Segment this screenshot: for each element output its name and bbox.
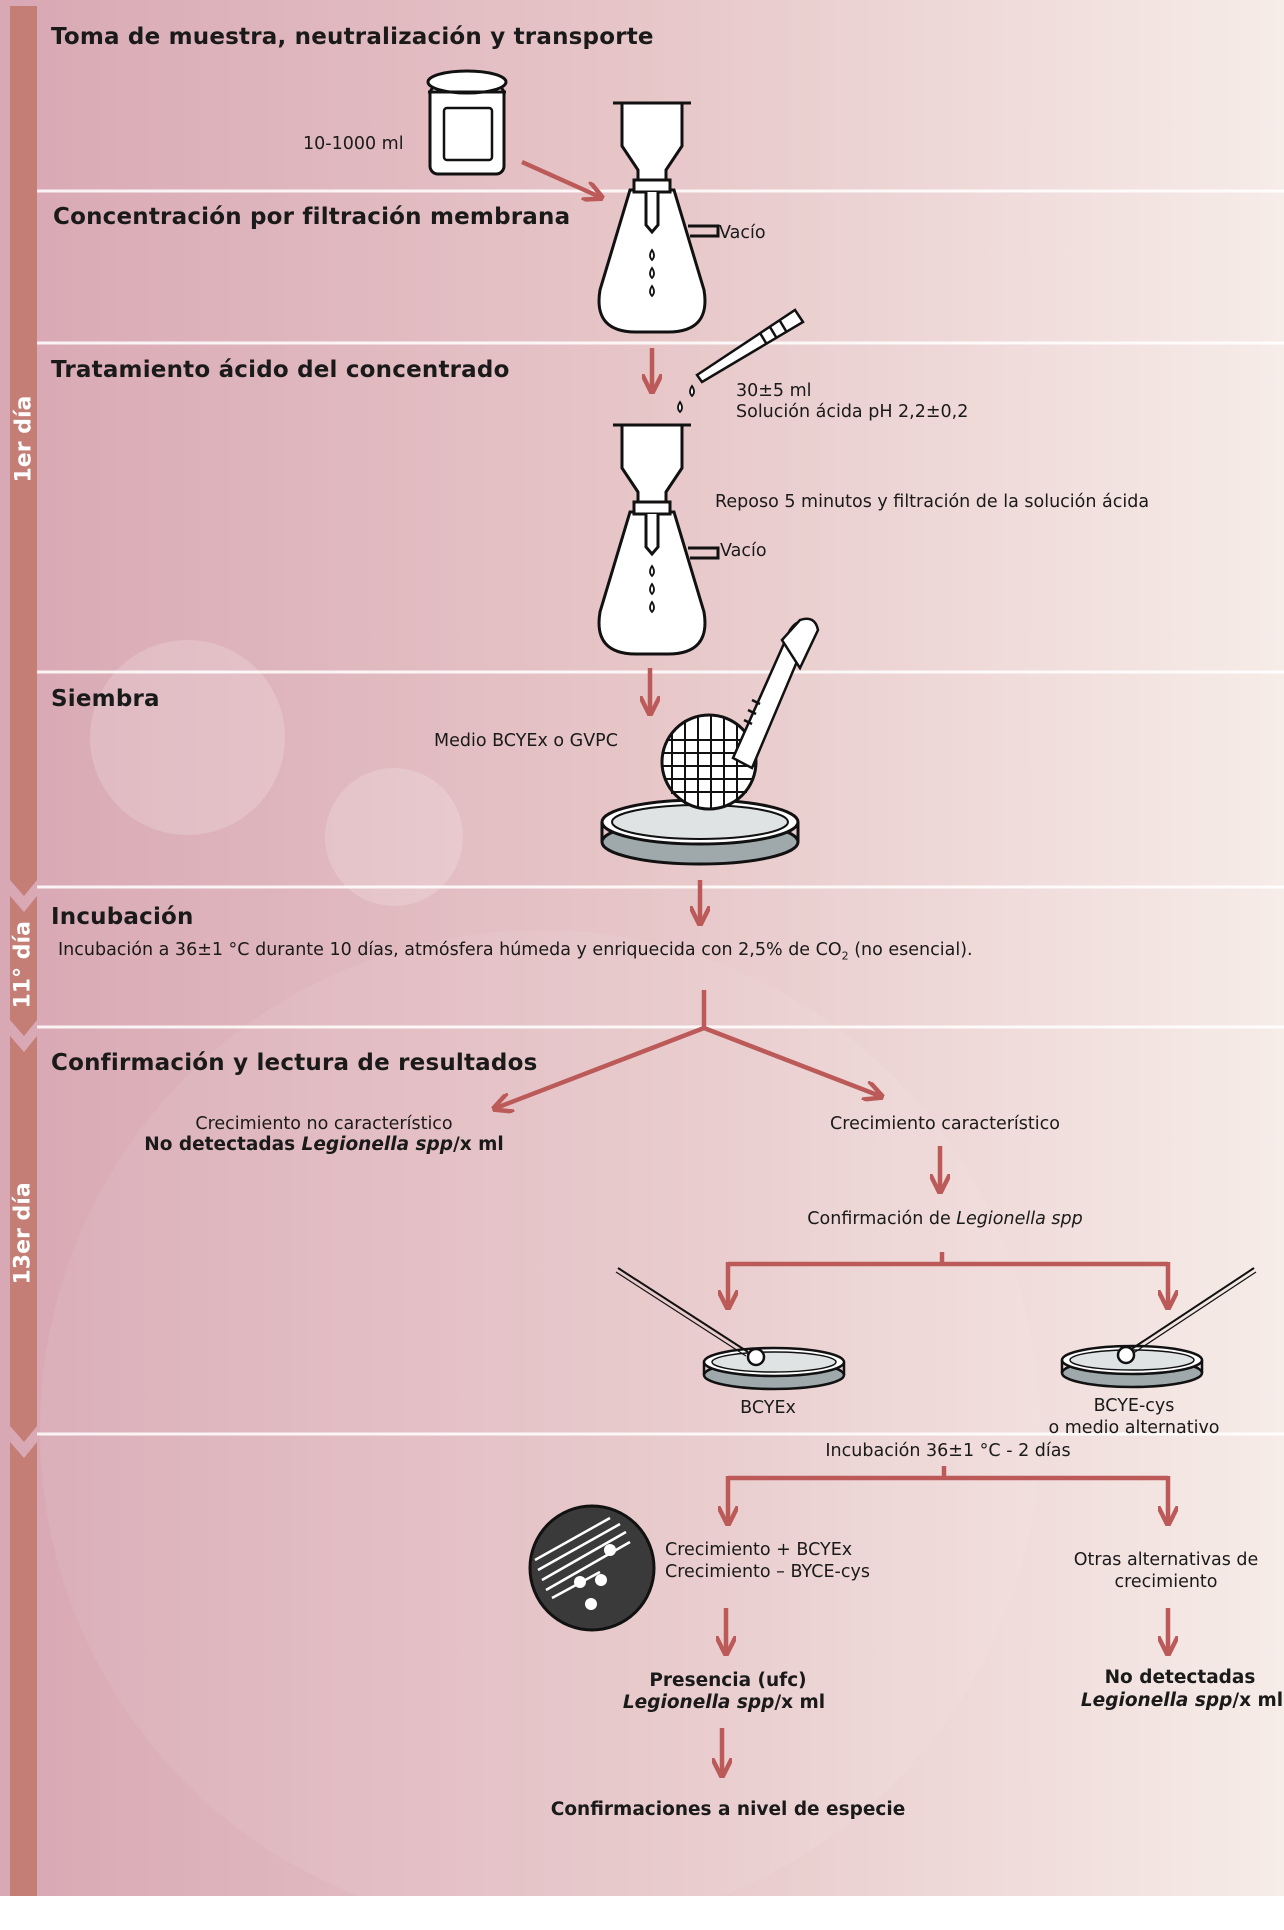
incubation-2-label: Incubación 36±1 °C - 2 días [825, 1441, 1071, 1461]
branch-arrows [496, 990, 940, 1190]
day-label-13: 13er día [10, 1182, 36, 1285]
confirmation-label: Confirmación de Legionella spp [807, 1209, 1083, 1229]
not-detected-result-2: No detectadas [1104, 1667, 1256, 1688]
no-characteristic-growth: Crecimiento no característico [195, 1114, 453, 1134]
characteristic-growth: Crecimiento característico [830, 1114, 1060, 1134]
step-filtration: Concentración por filtración membrana [53, 204, 571, 230]
incubation-split [722, 1466, 1168, 1774]
day-sidebar [10, 6, 37, 1896]
growth-bcye-cys: Crecimiento – BYCE-cys [665, 1562, 870, 1582]
flow-arrow [521, 159, 600, 197]
plate-bcye-cys-label: BCYE-cys [1093, 1396, 1175, 1416]
petri-dish-icon [600, 713, 800, 866]
day-label-11: 11° día [10, 921, 36, 1009]
step-seeding: Siembra [51, 686, 160, 712]
volume-label: 10-1000 ml [303, 134, 404, 154]
incubation-description: Incubación a 36±1 °C durante 10 días, at… [58, 940, 973, 963]
colony-plate-icon [528, 1504, 656, 1632]
confirmation-split [728, 1252, 1168, 1306]
medium-label: Medio BCYEx o GVPC [434, 731, 618, 751]
filtration-flask-icon [597, 423, 720, 656]
presence-result: Presencia (ufc) [649, 1670, 807, 1691]
plate-bcyex-icon [615, 1267, 846, 1391]
step-sampling: Toma de muestra, neutralización y transp… [51, 24, 654, 50]
decor-circle [325, 768, 463, 906]
not-detected-result-2-unit: Legionella spp/x ml [1080, 1690, 1284, 1711]
acid-volume-label: 30±5 ml [736, 381, 812, 401]
step-acid-treatment: Tratamiento ácido del concentrado [51, 357, 510, 383]
vacuum-label: Vacío [719, 223, 766, 243]
day-label-1: 1er día [11, 395, 37, 483]
sample-jar-icon [426, 69, 508, 176]
step-incubation: Incubación [51, 904, 194, 930]
plate-alternative-label: o medio alternativo [1048, 1418, 1220, 1438]
other-alternatives: crecimiento [1114, 1572, 1218, 1592]
other-alternatives: Otras alternativas de [1073, 1550, 1259, 1570]
presence-result-unit: Legionella spp/x ml [622, 1692, 826, 1713]
plate-bcye-cys-icon [1060, 1267, 1257, 1389]
not-detected-result: No detectadas Legionella spp/x ml [144, 1134, 504, 1155]
section-dividers [37, 189, 1284, 1436]
pipette-icon [677, 308, 805, 414]
step-confirmation: Confirmación y lectura de resultados [51, 1050, 538, 1076]
filtration-flask-icon [597, 101, 720, 334]
vacuum-label: Vacío [720, 541, 767, 561]
acid-solution-label: Solución ácida pH 2,2±0,2 [736, 402, 969, 422]
species-confirmation: Confirmaciones a nivel de especie [550, 1799, 906, 1820]
growth-bcyex: Crecimiento + BCYEx [665, 1540, 853, 1560]
rest-label: Reposo 5 minutos y filtración de la solu… [715, 492, 1150, 512]
forceps-icon [731, 617, 820, 770]
plate-bcyex-label: BCYEx [740, 1398, 796, 1418]
